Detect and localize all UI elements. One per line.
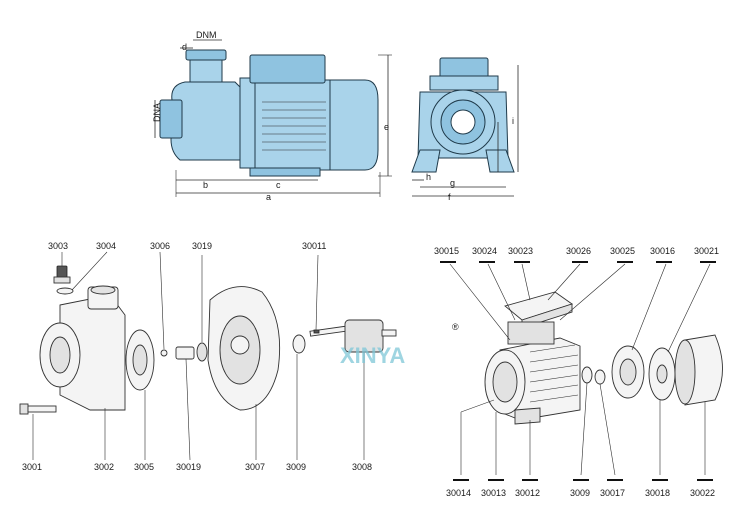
label-3001: 3001: [22, 462, 42, 472]
pump-side-view: [154, 39, 392, 197]
label-3006: 3006: [150, 241, 170, 251]
label-30018: 30018: [645, 488, 670, 498]
dim-g: g: [450, 178, 455, 188]
label-3005: 3005: [134, 462, 154, 472]
label-30024: 30024: [472, 246, 497, 256]
pump-front-view: [411, 57, 519, 197]
label-30013: 30013: [481, 488, 506, 498]
label-30026: 30026: [566, 246, 591, 256]
label-3004: 3004: [96, 241, 116, 251]
dim-d: d: [182, 42, 187, 52]
label-3009-left: 3009: [286, 462, 306, 472]
dim-c: c: [276, 180, 281, 190]
dim-e: e: [384, 122, 389, 132]
label-3019: 3019: [192, 241, 212, 251]
label-30025: 30025: [610, 246, 635, 256]
watermark-mark: ®: [452, 322, 459, 332]
label-30022: 30022: [690, 488, 715, 498]
label-30017: 30017: [600, 488, 625, 498]
label-3002: 3002: [94, 462, 114, 472]
label-3007: 3007: [245, 462, 265, 472]
exploded-motor: [440, 261, 723, 481]
label-30012: 30012: [515, 488, 540, 498]
label-3009-right: 3009: [570, 488, 590, 498]
dim-f: f: [448, 192, 451, 202]
label-3008: 3008: [352, 462, 372, 472]
label-30015: 30015: [434, 246, 459, 256]
label-30019: 30019: [176, 462, 201, 472]
label-30016: 30016: [650, 246, 675, 256]
dim-dnm: DNM: [196, 30, 217, 40]
label-30011: 30011: [302, 241, 326, 251]
label-3003: 3003: [48, 241, 68, 251]
label-30014: 30014: [446, 488, 471, 498]
label-30023: 30023: [508, 246, 533, 256]
dim-i: i: [512, 116, 514, 126]
dim-b: b: [203, 180, 208, 190]
dim-a: a: [266, 192, 271, 202]
exploded-pump-end: [19, 251, 397, 461]
label-30021: 30021: [694, 246, 719, 256]
dim-h: h: [426, 172, 431, 182]
dim-dna: DNA: [152, 103, 162, 122]
watermark-text: XINYA: [340, 343, 405, 368]
